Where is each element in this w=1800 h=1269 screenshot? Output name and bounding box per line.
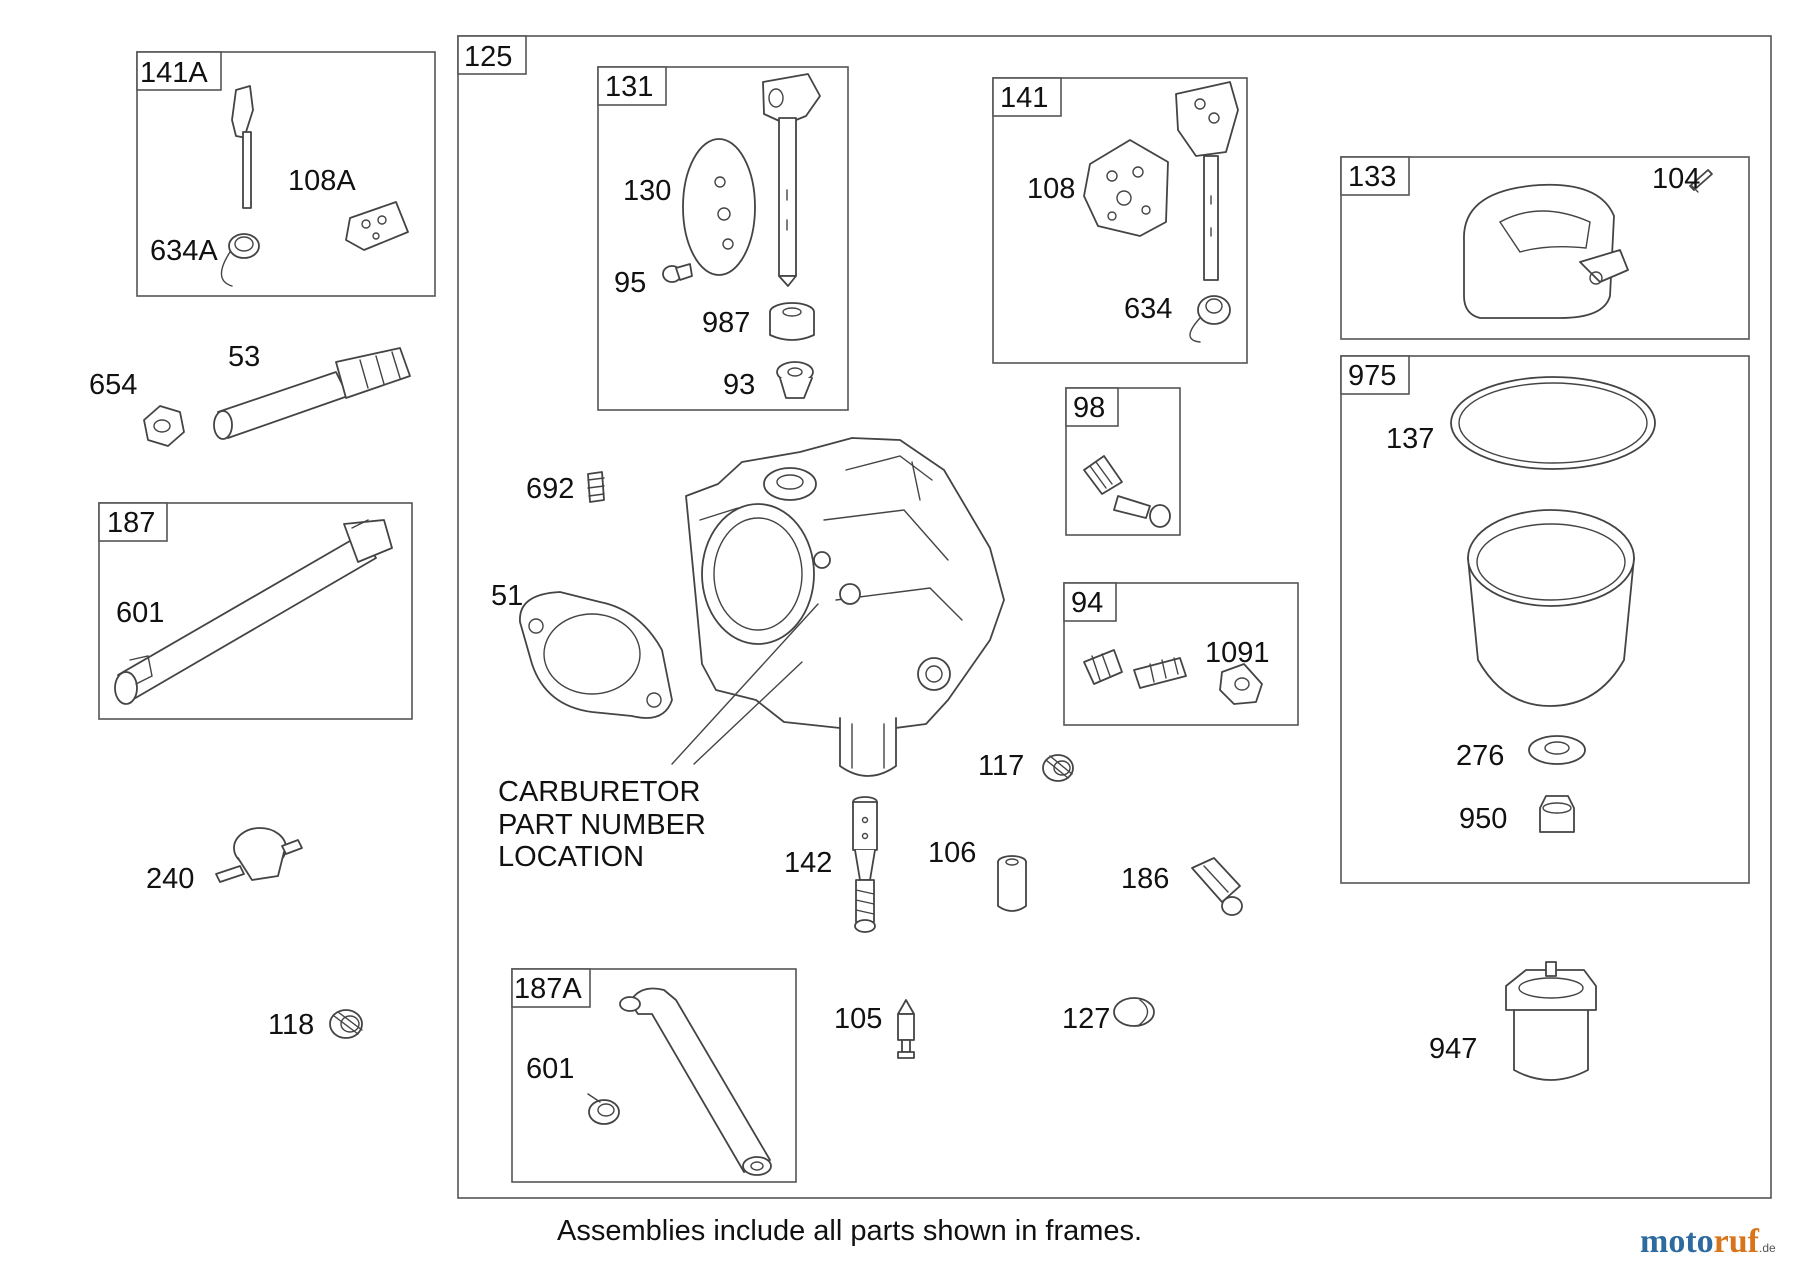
frame-label-133: 133	[1348, 161, 1396, 193]
frame-label-141A: 141A	[140, 57, 208, 89]
choke-shaft-drawing	[1175, 81, 1239, 281]
callout-line-2: PART NUMBER	[498, 809, 706, 841]
hex-nut-drawing	[143, 405, 185, 447]
label-108: 108	[1027, 173, 1075, 205]
frame-125: 125	[457, 35, 1772, 1199]
label-240: 240	[146, 863, 194, 895]
watermark-suffix: .de	[1759, 1241, 1776, 1255]
label-104: 104	[1652, 163, 1700, 195]
bowl-gasket-drawing	[1450, 376, 1656, 470]
label-106: 106	[928, 837, 976, 869]
label-137: 137	[1386, 423, 1434, 455]
fuel-line-drawing	[114, 519, 393, 705]
fuel-filter-drawing	[215, 827, 303, 883]
callout-line-3: LOCATION	[498, 841, 644, 873]
choke-shaft-small-drawing	[231, 85, 254, 209]
fuel-solenoid-drawing	[1505, 961, 1597, 1081]
frame-label-187: 187	[107, 507, 155, 539]
label-95: 95	[614, 267, 646, 299]
fuel-fitting-drawing	[213, 347, 411, 440]
label-692: 692	[526, 473, 574, 505]
throttle-shaft-drawing	[762, 73, 821, 287]
frame-label-94: 94	[1071, 587, 1103, 619]
spring-clip-118-drawing	[329, 1009, 363, 1039]
carburetor-body-drawing	[685, 437, 1005, 777]
label-105: 105	[834, 1003, 882, 1035]
clamp-187A-drawing	[587, 1093, 620, 1125]
label-118: 118	[268, 1009, 314, 1041]
svg-text:motoruf.de: motoruf.de	[1640, 1223, 1776, 1260]
label-108A: 108A	[288, 165, 356, 197]
bowl-washer-drawing	[1528, 735, 1586, 765]
choke-spring-small-drawing	[220, 233, 260, 287]
frame-187A: 187A	[511, 968, 797, 1183]
needle-105-drawing	[897, 999, 915, 1059]
label-130: 130	[623, 175, 671, 207]
emulsion-tube-drawing	[852, 796, 878, 933]
nozzle-106-drawing	[997, 855, 1027, 912]
frame-label-98: 98	[1073, 392, 1105, 424]
float-bowl-drawing	[1467, 509, 1635, 707]
frame-141A: 141A	[136, 51, 436, 297]
label-950: 950	[1459, 803, 1507, 835]
choke-plate-drawing	[1083, 139, 1169, 237]
frame-label-125: 125	[464, 41, 512, 73]
label-601-hose: 601	[526, 1053, 574, 1085]
label-634: 634	[1124, 293, 1172, 325]
label-51: 51	[491, 580, 523, 612]
jet-186-drawing	[1191, 857, 1243, 916]
plug-127-drawing	[1113, 997, 1155, 1027]
mixture-screw-drawing	[1083, 649, 1187, 689]
seal-93-drawing	[776, 361, 814, 399]
label-654: 654	[89, 369, 137, 401]
throttle-plate-drawing	[682, 138, 756, 276]
frame-94: 94	[1063, 582, 1299, 726]
frame-975: 975	[1340, 355, 1750, 884]
frame-label-975: 975	[1348, 360, 1396, 392]
label-142: 142	[784, 847, 832, 879]
frame-133: 133	[1340, 156, 1750, 340]
idle-screw-drawing	[1083, 455, 1171, 528]
float-drawing	[1463, 183, 1629, 319]
label-93: 93	[723, 369, 755, 401]
float-pin-drawing	[1689, 169, 1713, 193]
screw-95-drawing	[662, 263, 693, 283]
callout-leaders	[671, 603, 819, 765]
watermark-logo: motoruf.de	[1640, 1223, 1776, 1260]
frame-141: 141	[992, 77, 1248, 364]
label-117: 117	[978, 750, 1024, 782]
label-634A: 634A	[150, 235, 218, 267]
watermark-part-2: ruf	[1714, 1223, 1760, 1260]
choke-spring-drawing	[1189, 295, 1231, 343]
label-53: 53	[228, 341, 260, 373]
spring-692-drawing	[587, 471, 605, 503]
frame-label-131: 131	[605, 71, 653, 103]
label-1091: 1091	[1205, 637, 1270, 669]
label-947: 947	[1429, 1033, 1477, 1065]
label-186: 186	[1121, 863, 1169, 895]
frame-187: 187	[98, 502, 413, 720]
label-987: 987	[702, 307, 750, 339]
frame-label-187A: 187A	[514, 973, 582, 1005]
seal-987-drawing	[769, 302, 815, 341]
frame-98: 98	[1065, 387, 1181, 536]
mixture-cap-drawing	[1219, 663, 1263, 705]
bowl-nut-drawing	[1539, 795, 1575, 833]
footer-note: Assemblies include all parts shown in fr…	[557, 1215, 1142, 1247]
hose-187A-drawing	[619, 987, 772, 1176]
frame-131: 131	[597, 66, 849, 411]
label-601-line: 601	[116, 597, 164, 629]
watermark-part-1: moto	[1640, 1223, 1714, 1260]
gasket-drawing	[519, 591, 673, 719]
spring-117-drawing	[1042, 754, 1074, 782]
frame-label-141: 141	[1000, 82, 1048, 114]
label-276: 276	[1456, 740, 1504, 772]
label-127: 127	[1062, 1003, 1110, 1035]
callout-line-1: CARBURETOR	[498, 776, 701, 808]
choke-plate-small-drawing	[345, 201, 409, 251]
